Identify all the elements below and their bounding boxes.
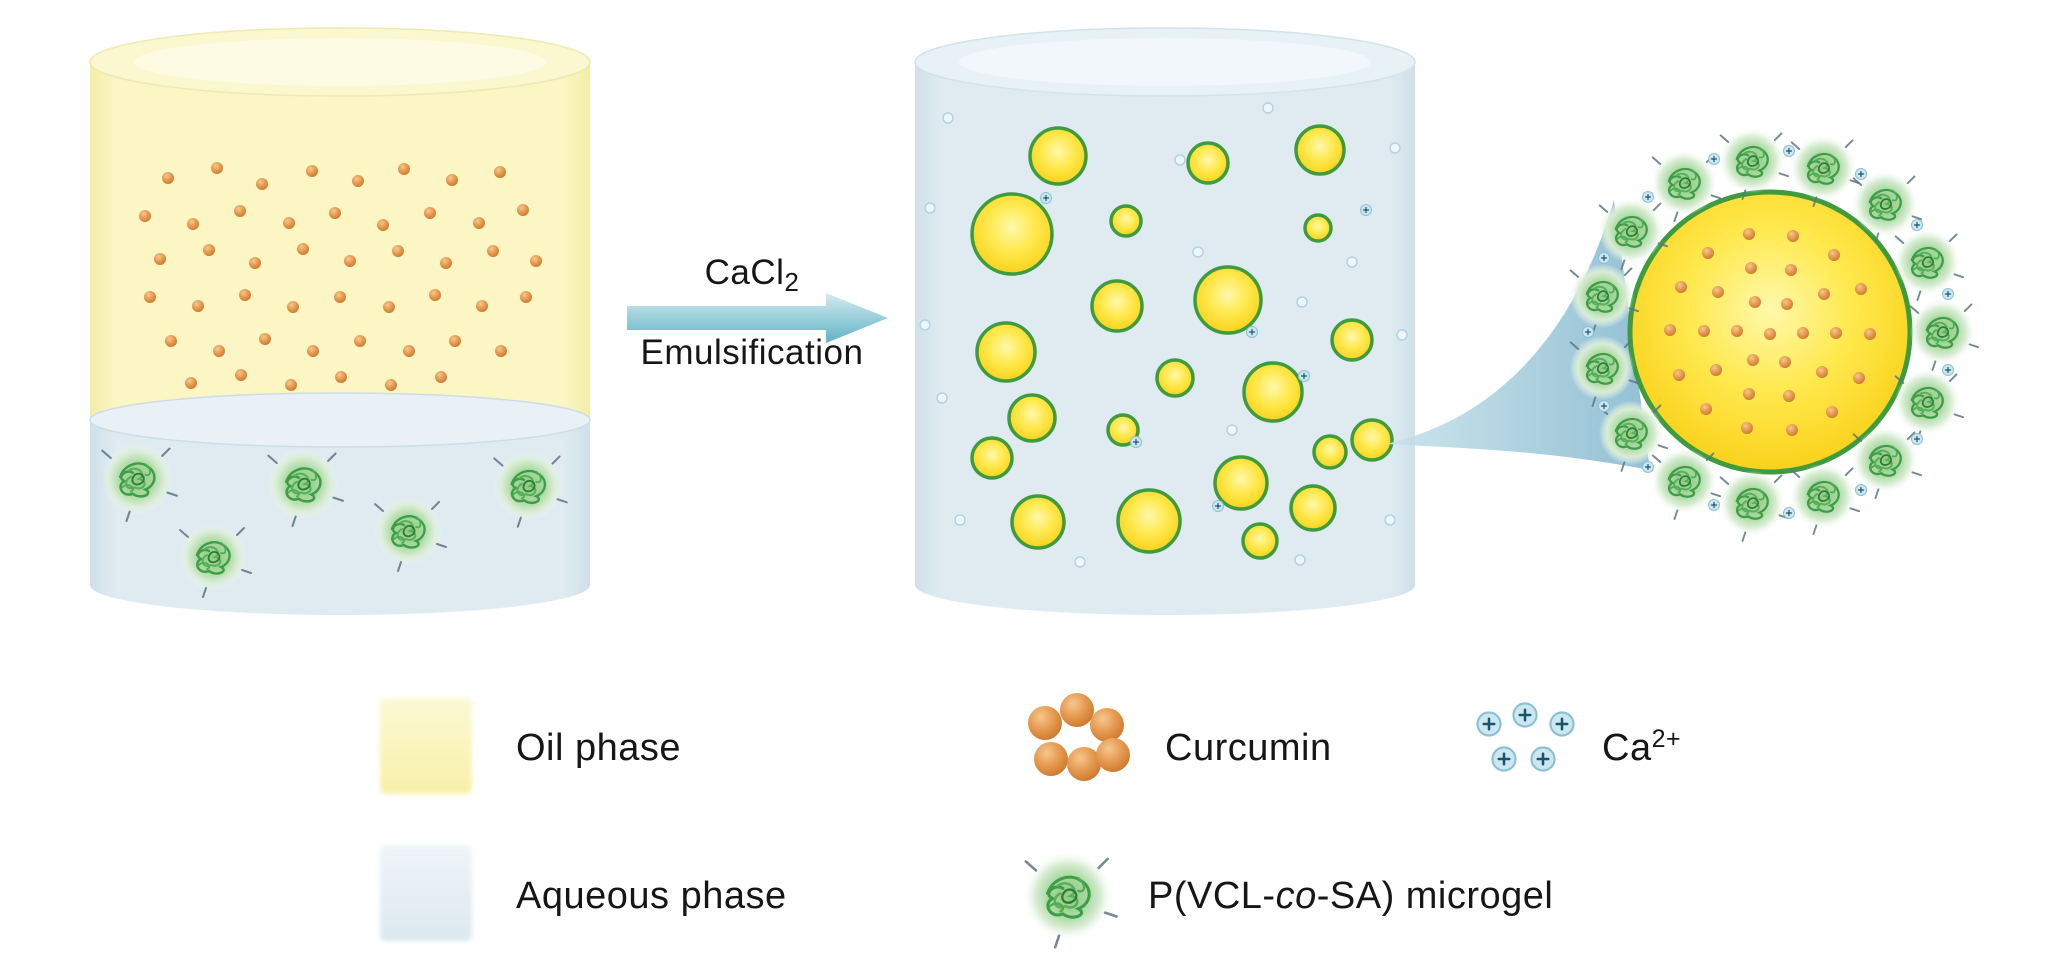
legend-oil-label: Oil phase — [516, 727, 681, 769]
legend-curcumin-label: Curcumin — [1165, 727, 1332, 769]
zoom-callout-icon — [1386, 200, 1650, 470]
left-beaker — [89, 27, 591, 615]
magnified-droplet — [1568, 127, 1980, 543]
microgel-icon — [1022, 850, 1119, 949]
legend-calcium-label: Ca2+ — [1602, 725, 1681, 769]
step-label: Emulsification — [641, 333, 864, 372]
left-beaker-surface-sheen — [134, 38, 546, 86]
process-arrow: CaCl2 Emulsification — [627, 253, 888, 372]
phase-interface — [89, 392, 591, 448]
oil-swatch — [380, 698, 472, 794]
reagent-label: CaCl2 — [705, 253, 800, 297]
legend: Oil phase Aqueous phase Curcumin Ca2+ P(… — [380, 693, 1681, 949]
legend-microgel-label: P(VCL-co-SA) microgel — [1148, 875, 1553, 917]
emulsion-aqueous-region — [915, 62, 1415, 615]
calcium-ion-icon — [1476, 702, 1575, 772]
legend-aqueous-label: Aqueous phase — [516, 875, 787, 917]
emulsion-droplets — [970, 124, 1394, 560]
emulsion-surface-sheen — [959, 38, 1371, 86]
arrow-icon — [627, 293, 888, 343]
aqueous-swatch — [380, 845, 472, 941]
emulsion-beaker — [914, 27, 1416, 615]
curcumin-icon — [1028, 693, 1130, 781]
oil-phase-region — [90, 62, 590, 420]
